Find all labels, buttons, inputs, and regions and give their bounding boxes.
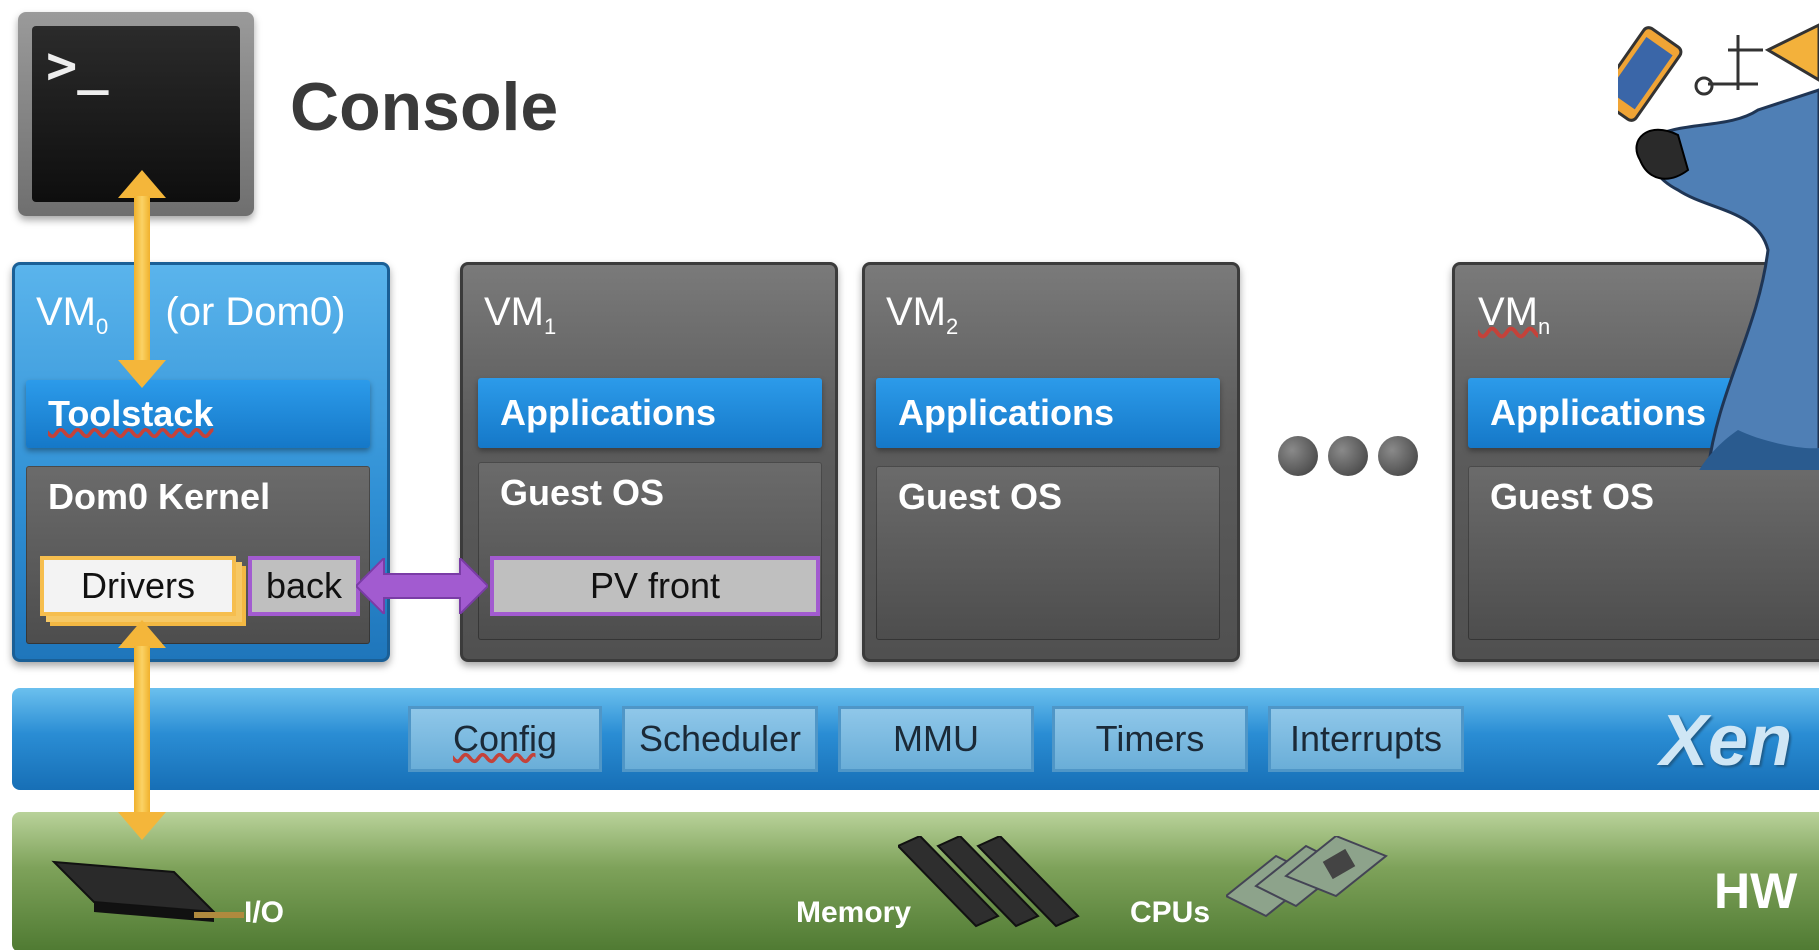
vmn-name: VM bbox=[1478, 290, 1538, 334]
vm2-guest-os-box: Guest OS bbox=[876, 466, 1220, 640]
io-arrow-head-up bbox=[118, 620, 166, 648]
vm0-label: VM0 (or Dom0) bbox=[36, 290, 345, 340]
vm1-sub: 1 bbox=[544, 314, 557, 339]
vm0-extra: (or Dom0) bbox=[165, 290, 346, 334]
hw-cpus-label: CPUs bbox=[1130, 896, 1211, 929]
pv-channel-arrow bbox=[356, 558, 488, 614]
ellipsis-dot bbox=[1278, 436, 1318, 476]
pv-front-box: PV front bbox=[490, 556, 820, 616]
vmn-guest-os-box: Guest OS bbox=[1468, 466, 1819, 640]
vmn-label: VMn bbox=[1478, 290, 1550, 340]
vm2-guest-os-label: Guest OS bbox=[898, 476, 1063, 517]
vm1-guest-os-label: Guest OS bbox=[500, 472, 665, 513]
vm2-applications-box: Applications bbox=[876, 378, 1220, 448]
vm2-name: VM bbox=[886, 290, 946, 334]
memory-modules-icon bbox=[898, 836, 1080, 928]
console-toolstack-arrow bbox=[134, 196, 150, 362]
tablet-icon bbox=[1618, 26, 1683, 122]
vm2-sub: 2 bbox=[946, 314, 959, 339]
vmn-guest-os-label: Guest OS bbox=[1490, 476, 1655, 517]
hw-memory-label: Memory bbox=[796, 896, 912, 929]
toolstack-box: Toolstack bbox=[26, 380, 370, 448]
drivers-box: Drivers bbox=[40, 556, 236, 616]
ellipsis-dot bbox=[1378, 436, 1418, 476]
hw-label: HW bbox=[1714, 863, 1798, 919]
io-arrow-head-down bbox=[118, 812, 166, 840]
xen-module-timers: Timers bbox=[1052, 706, 1248, 772]
hardware-bar bbox=[12, 812, 1819, 950]
vm1-name: VM bbox=[484, 290, 544, 334]
vm1-applications-box: Applications bbox=[478, 378, 822, 448]
vm0-name: VM bbox=[36, 290, 96, 334]
hw-io-label: I/O bbox=[244, 896, 285, 929]
dom0-kernel-label: Dom0 Kernel bbox=[48, 476, 271, 517]
dom0-kernel-box: Dom0 Kernel bbox=[26, 466, 370, 644]
pv-back-box: back bbox=[248, 556, 360, 616]
drivers-io-arrow bbox=[134, 646, 150, 814]
vm2-label: VM2 bbox=[886, 290, 958, 340]
io-card-icon bbox=[51, 860, 244, 922]
vm0-sub: 0 bbox=[96, 314, 109, 339]
xen-module-scheduler: Scheduler bbox=[622, 706, 818, 772]
console-title: Console bbox=[290, 69, 559, 145]
console-prompt: >_ bbox=[46, 36, 109, 96]
console-arrow-head-down bbox=[118, 360, 166, 388]
cpu-chips-icon bbox=[1226, 836, 1388, 918]
xen-logo: Xen bbox=[1660, 701, 1793, 781]
vmn-sub: n bbox=[1538, 314, 1551, 339]
xen-module-interrupts: Interrupts bbox=[1268, 706, 1464, 772]
xen-module-config: Config bbox=[408, 706, 602, 772]
vm1-label: VM1 bbox=[484, 290, 556, 340]
console-terminal-icon: >_ bbox=[18, 12, 254, 216]
console-arrow-head-up bbox=[118, 170, 166, 198]
xen-module-mmu: MMU bbox=[838, 706, 1034, 772]
xen-mascot-illustration bbox=[1618, 23, 1819, 470]
ellipsis-dot bbox=[1328, 436, 1368, 476]
